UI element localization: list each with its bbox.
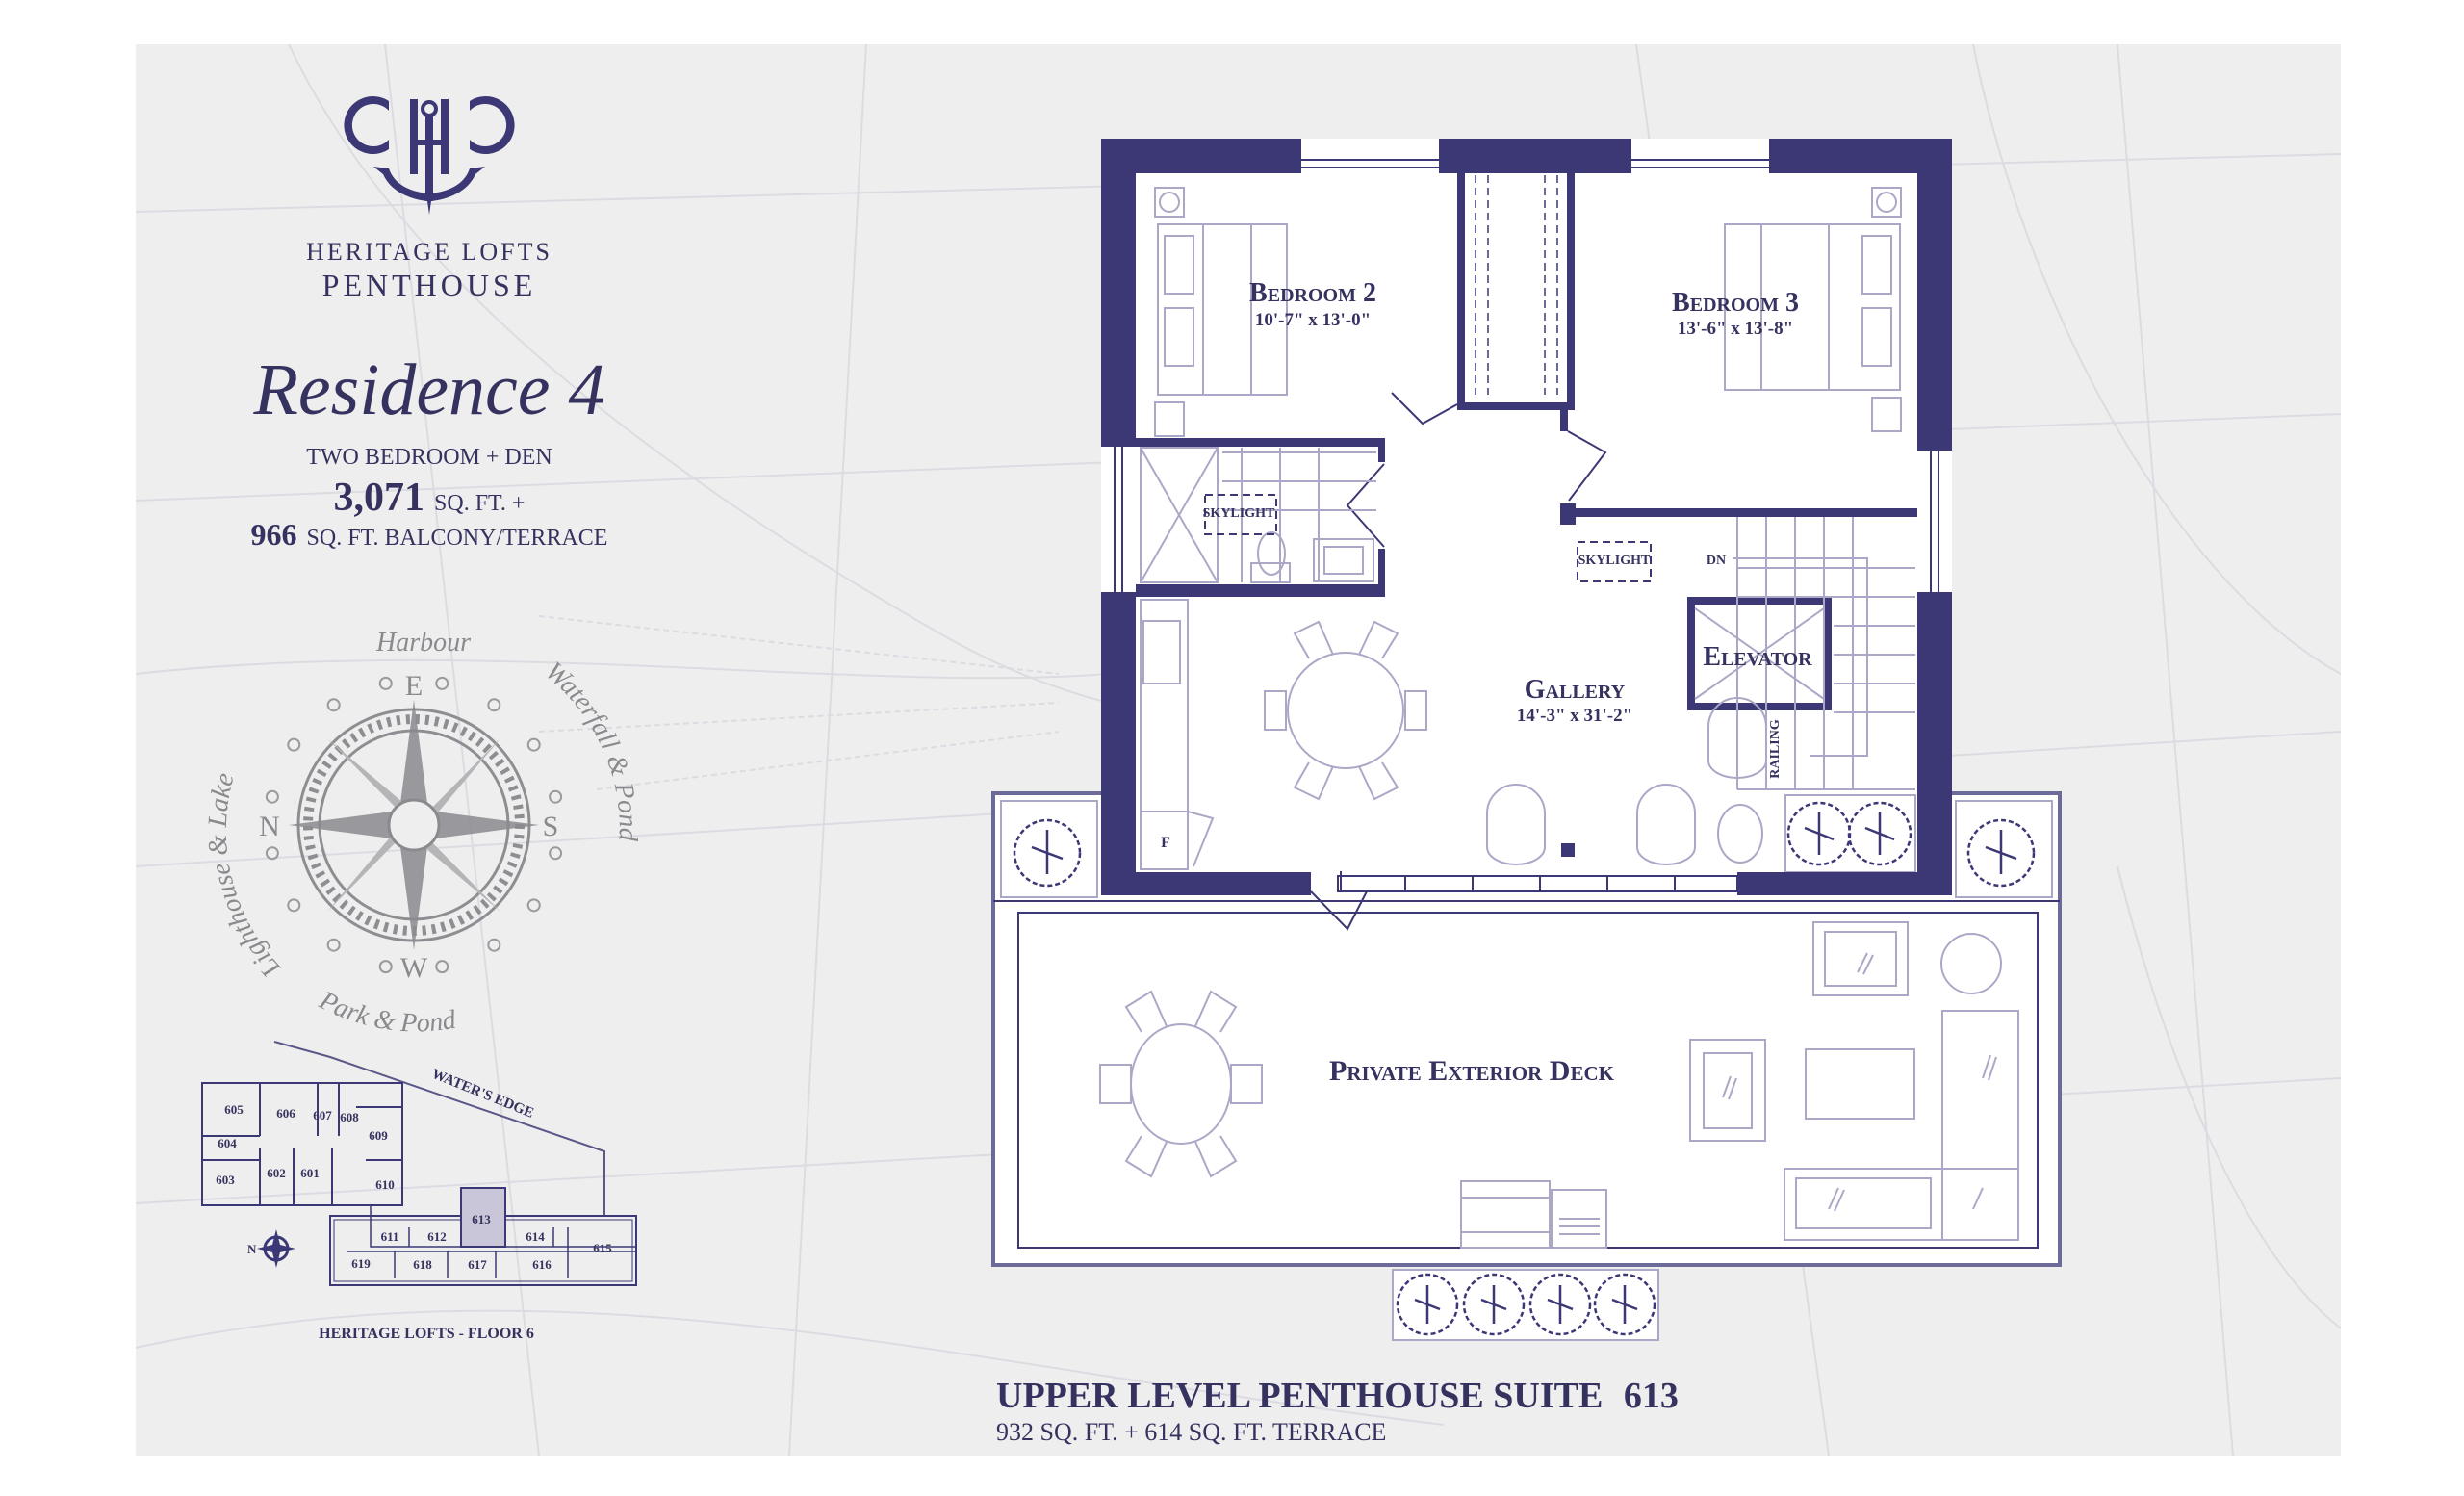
unit-612: 612 xyxy=(427,1229,447,1244)
compass-dot xyxy=(378,676,393,690)
compass-dot xyxy=(487,938,501,952)
outdoor-value: 966 xyxy=(251,517,297,552)
area-value: 3,071 xyxy=(334,476,425,520)
compass-label-top: Harbour xyxy=(375,628,471,658)
gallery-size: 14'-3" x 31'-2" xyxy=(1517,706,1632,726)
gallery-furniture xyxy=(1140,517,1915,870)
deck-bbq-grill xyxy=(1460,1180,1607,1249)
gallery-label: Gallery xyxy=(1525,675,1626,705)
heritage-lofts-logo xyxy=(344,95,515,215)
bedroom2-size: 10'-7" x 13'-0" xyxy=(1255,310,1371,330)
compass-dot xyxy=(487,698,501,712)
residence-title: Residence 4 xyxy=(252,349,604,430)
unit-604: 604 xyxy=(218,1136,237,1150)
unit-616: 616 xyxy=(532,1257,552,1272)
skylight-bath-label: SKYLIGHT xyxy=(1203,506,1275,521)
unit-607: 607 xyxy=(313,1108,332,1122)
compass-dot xyxy=(549,846,563,861)
compass-dot xyxy=(287,898,301,913)
brand-name-line2: PENTHOUSE xyxy=(322,268,537,302)
suite-title: UPPER LEVEL PENTHOUSE SUITE 613 xyxy=(996,1376,1679,1416)
compass-dot xyxy=(287,737,301,752)
compass-dot xyxy=(265,789,279,804)
suite-title-text: UPPER LEVEL PENTHOUSE SUITE xyxy=(996,1376,1603,1416)
suite-area: 932 SQ. FT. + 614 SQ. FT. TERRACE xyxy=(996,1418,1386,1446)
compass-dot xyxy=(326,698,341,712)
key-plan-caption: HERITAGE LOFTS - FLOOR 6 xyxy=(319,1326,534,1342)
doors-and-closets xyxy=(1346,175,1607,548)
residence-type: TWO BEDROOM + DEN xyxy=(306,445,552,470)
fridge-label: F xyxy=(1161,835,1170,851)
unit-603: 603 xyxy=(216,1173,235,1187)
compass-dot xyxy=(326,938,341,952)
unit-611: 611 xyxy=(381,1229,399,1244)
bedroom3-label: Bedroom 3 xyxy=(1672,288,1799,318)
suite-number: 613 xyxy=(1624,1376,1679,1416)
railing-label: RAILING xyxy=(1768,719,1783,779)
unit-606: 606 xyxy=(276,1106,295,1121)
unit-605: 605 xyxy=(224,1102,244,1117)
residence-area: 3,071 SQ. FT. + xyxy=(334,476,526,520)
unit-610: 610 xyxy=(375,1177,395,1192)
unit-602: 602 xyxy=(267,1166,286,1180)
unit-608: 608 xyxy=(340,1110,359,1124)
bedroom3-size: 13'-6" x 13'-8" xyxy=(1678,319,1793,339)
outdoor-unit: SQ. FT. BALCONY/TERRACE xyxy=(307,526,608,551)
unit-615: 615 xyxy=(593,1241,612,1255)
stairs-down-label: DN xyxy=(1707,554,1726,568)
skylight-bath-outline xyxy=(1204,494,1277,535)
compass-point-right: S xyxy=(543,811,559,842)
brand-name-line1: HERITAGE LOFTS xyxy=(306,238,552,266)
deck-lounge-set xyxy=(1689,921,2019,1241)
compass-dot xyxy=(435,960,449,974)
unit-618: 618 xyxy=(413,1257,432,1272)
suite-floor-plan: Bedroom 2 10'-7" x 13'-0" Bedroom 3 13'-… xyxy=(1000,139,2053,931)
residence-outdoor-area: 966 SQ. FT. BALCONY/TERRACE xyxy=(251,517,608,552)
skylight-gallery-label: SKYLIGHT xyxy=(1578,554,1651,568)
compass-point-bottom: W xyxy=(400,952,428,984)
bedroom-furniture xyxy=(1140,187,1902,583)
compass-dot xyxy=(526,737,541,752)
unit-613: 613 xyxy=(472,1212,491,1226)
compass-point-top: E xyxy=(405,670,423,702)
compass-dot xyxy=(526,898,541,913)
deck-dining-table xyxy=(1099,990,1263,1178)
skylight-gallery-outline xyxy=(1577,541,1652,582)
key-plan-floor-6: WATER'S EDGE 605 606 607 608 609 604 603… xyxy=(201,1041,637,1342)
unit-609: 609 xyxy=(369,1128,388,1143)
planter-row xyxy=(1392,1269,1659,1341)
compass-point-left: N xyxy=(259,811,280,842)
column xyxy=(1561,843,1575,857)
compass-dot xyxy=(435,676,449,690)
highlighted-unit-613 xyxy=(460,1187,506,1248)
compass-dot xyxy=(265,846,279,861)
deck-label: Private Exterior Deck xyxy=(1329,1055,1615,1087)
compass-dot xyxy=(378,960,393,974)
unit-617: 617 xyxy=(468,1257,487,1272)
area-unit: SQ. FT. + xyxy=(434,491,525,516)
elevator-label: Elevator xyxy=(1703,642,1812,672)
interior-walls xyxy=(1136,173,1917,857)
unit-619: 619 xyxy=(351,1256,371,1271)
north-arrow-icon: N xyxy=(247,1229,295,1268)
svg-text:N: N xyxy=(247,1242,257,1256)
exterior-walls xyxy=(1101,139,1952,895)
unit-601: 601 xyxy=(300,1166,320,1180)
bedroom2-label: Bedroom 2 xyxy=(1249,278,1376,308)
windows xyxy=(1114,159,1939,931)
unit-614: 614 xyxy=(526,1229,545,1244)
compass-dot xyxy=(549,789,563,804)
